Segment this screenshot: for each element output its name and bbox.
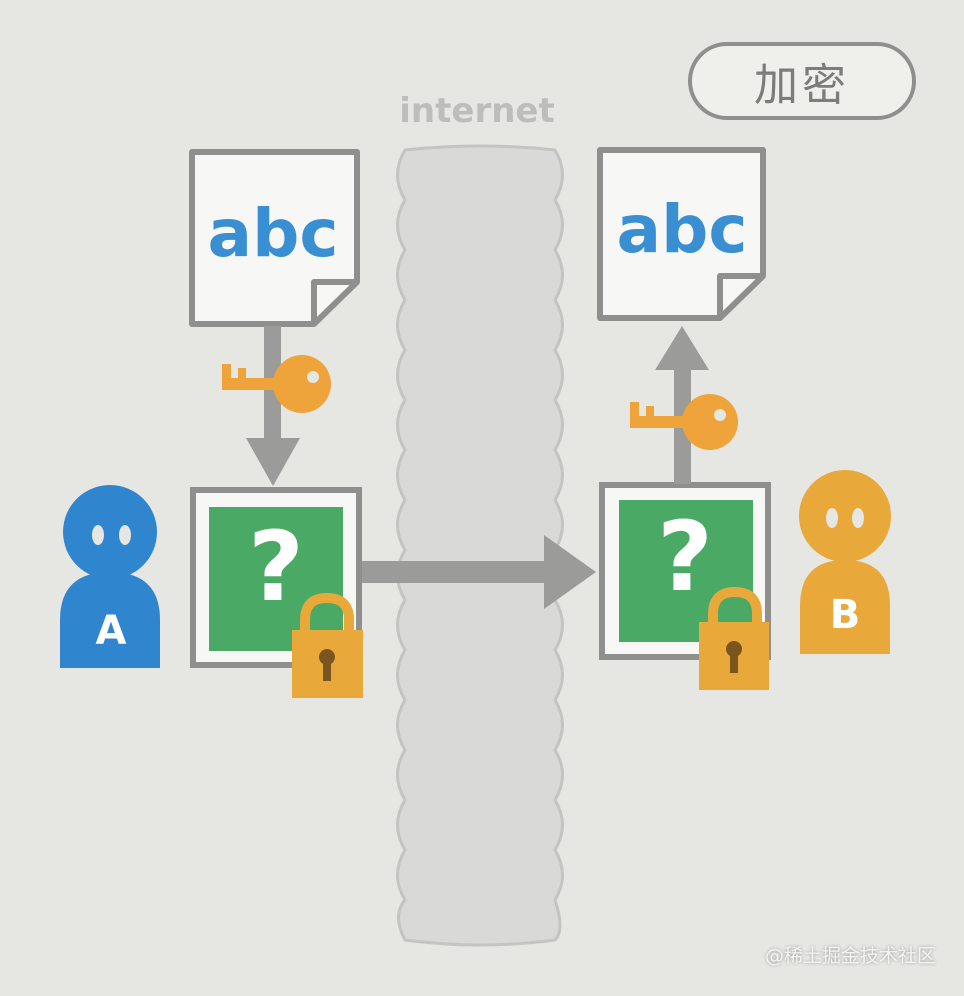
arrow-icon (655, 326, 709, 370)
ciphertext-symbol-left: ? (248, 511, 304, 623)
arrow-icon (246, 438, 300, 486)
internet-cloud (396, 144, 564, 947)
person-label-b: B (830, 592, 861, 638)
key-icon (222, 355, 331, 413)
person-label-a: A (96, 608, 127, 654)
person-icon-a: A (60, 485, 160, 668)
ciphertext-box-right: ? (599, 482, 771, 660)
lock-icon (699, 586, 769, 690)
person-icon-b: B (799, 470, 891, 654)
transmit-arrow (362, 535, 596, 609)
plaintext-label-left: abc (208, 195, 339, 272)
encryption-badge: 加密 (688, 42, 916, 120)
plaintext-document-left: abc (189, 149, 360, 327)
lock-icon (292, 592, 363, 698)
key-icon (630, 394, 738, 450)
ciphertext-symbol-right: ? (657, 501, 713, 613)
internet-label: internet (399, 91, 554, 131)
plaintext-document-right: abc (597, 147, 766, 321)
watermark: @稀土掘金技术社区 (764, 945, 936, 967)
arrow-icon (544, 535, 596, 609)
plaintext-label-right: abc (617, 191, 748, 268)
